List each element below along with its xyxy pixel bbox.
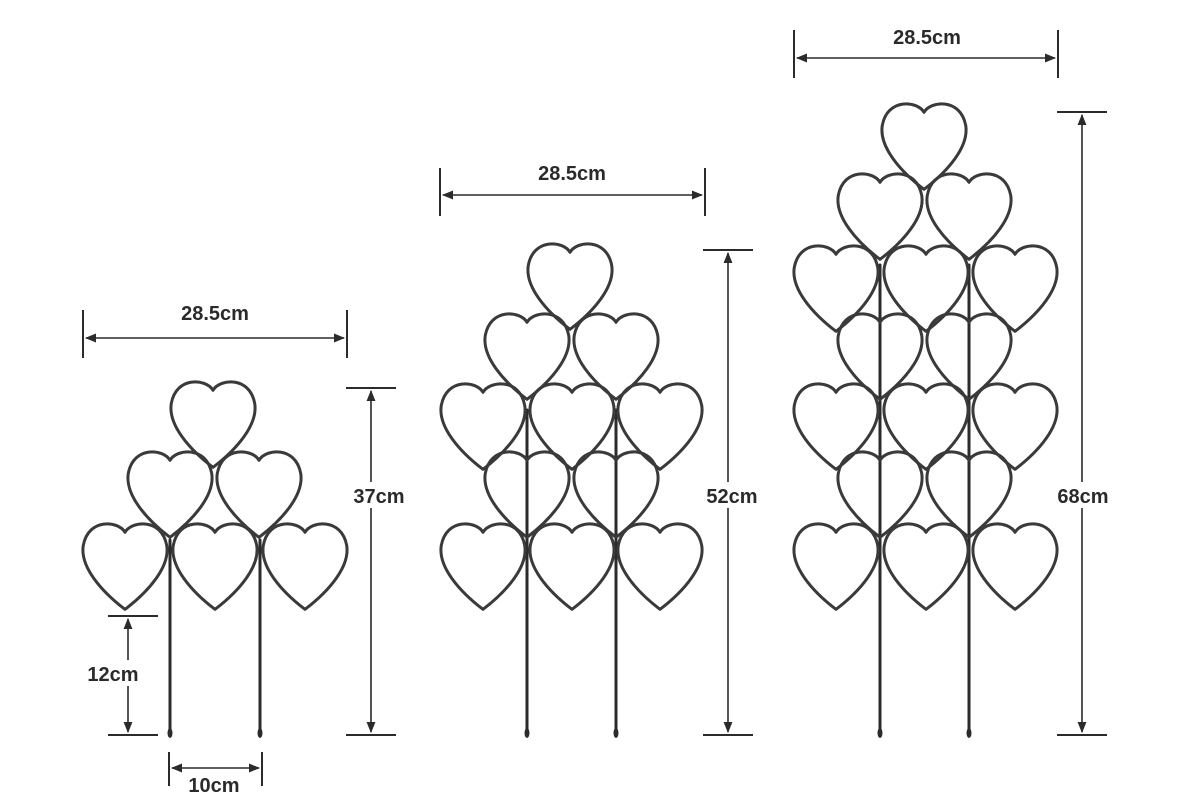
heart-loop — [616, 382, 704, 471]
medium-height-dimension: 52cm — [703, 249, 764, 736]
heart-loop — [971, 522, 1059, 611]
medium-height-label: 52cm — [706, 486, 757, 508]
heart-loop — [439, 522, 527, 611]
stake-tip — [877, 728, 883, 738]
heart-loop — [836, 172, 924, 261]
small-stake-length-label: 12cm — [87, 664, 138, 686]
large-width-label: 28.5cm — [893, 27, 961, 49]
heart-loop — [882, 244, 970, 333]
heart-loop — [925, 172, 1013, 261]
heart-loop — [925, 312, 1013, 401]
heart-loop — [169, 380, 257, 469]
medium-width-label: 28.5cm — [538, 163, 606, 185]
heart-loop — [971, 244, 1059, 333]
heart-loop — [483, 450, 571, 539]
stake-tip — [613, 728, 619, 738]
heart-loop — [126, 450, 214, 539]
heart-loop — [483, 312, 571, 401]
medium-heart-trellis — [439, 242, 704, 738]
heart-loop — [572, 450, 660, 539]
stake-tip — [524, 728, 530, 738]
heart-loop — [882, 382, 970, 471]
small-height-label: 37cm — [353, 486, 404, 508]
heart-loop — [792, 522, 880, 611]
heart-loop — [925, 450, 1013, 539]
heart-loop — [81, 522, 169, 611]
small-width-label: 28.5cm — [181, 303, 249, 325]
heart-loop — [836, 450, 924, 539]
heart-loop — [882, 522, 970, 611]
heart-loop — [528, 382, 616, 471]
small-stake-spacing-label: 10cm — [188, 775, 239, 797]
heart-loop — [572, 312, 660, 401]
small-width-dimension: 28.5cm — [82, 303, 348, 358]
heart-loop — [880, 102, 968, 191]
small-heart-trellis — [81, 380, 349, 738]
small-stake-spacing-dimension: 10cm — [168, 752, 263, 797]
heart-loop — [526, 242, 614, 331]
large-width-dimension: 28.5cm — [793, 27, 1059, 78]
heart-loop — [792, 382, 880, 471]
heart-loop — [971, 382, 1059, 471]
stake-tip — [167, 728, 173, 738]
heart-loop — [215, 450, 303, 539]
heart-loop — [439, 382, 527, 471]
small-stake-length-dimension: 12cm — [80, 615, 158, 736]
small-height-dimension: 37cm — [346, 387, 410, 736]
medium-width-dimension: 28.5cm — [439, 163, 706, 216]
heart-loop — [171, 522, 259, 611]
heart-loop — [616, 522, 704, 611]
heart-loop — [792, 244, 880, 333]
heart-loop — [836, 312, 924, 401]
large-heart-trellis — [792, 102, 1059, 738]
large-height-label: 68cm — [1057, 486, 1108, 508]
heart-loop — [528, 522, 616, 611]
stake-tip — [257, 728, 263, 738]
large-height-dimension: 68cm — [1052, 111, 1114, 736]
heart-loop — [261, 522, 349, 611]
stake-tip — [966, 728, 972, 738]
